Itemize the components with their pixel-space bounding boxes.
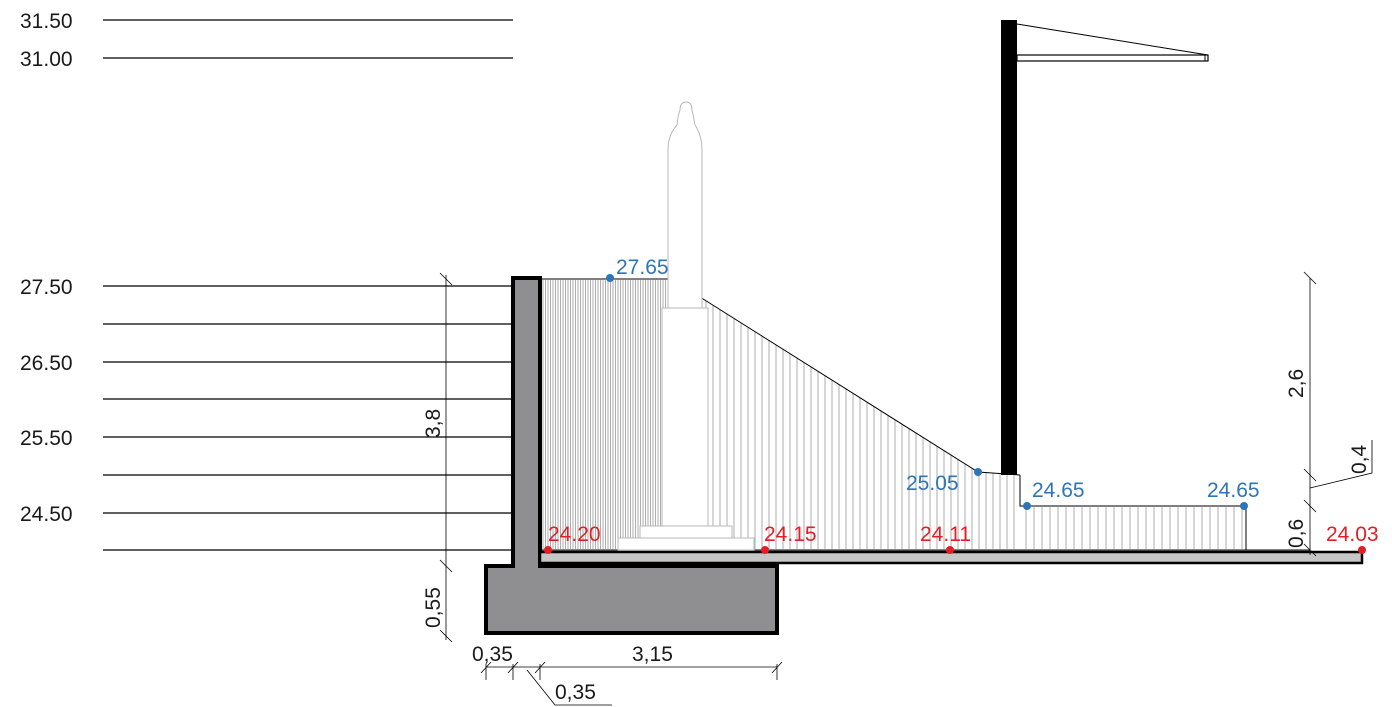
canopy — [1001, 20, 1209, 475]
statue-column — [661, 307, 709, 527]
point-marker — [761, 546, 769, 554]
elevation-label: 24.65 — [1032, 479, 1085, 502]
dimension-label: 3,15 — [632, 643, 673, 666]
level-lines — [103, 19, 513, 551]
canopy-post — [1001, 20, 1017, 475]
statue-figure — [667, 101, 703, 309]
dimension-tick — [439, 272, 453, 286]
point-marker — [946, 546, 954, 554]
dimension-label: 0,6 — [1285, 519, 1308, 548]
backfill-hatch-slope — [705, 300, 1015, 550]
elevation-label: 24.15 — [764, 523, 817, 546]
level-label: 31.00 — [20, 48, 73, 71]
canopy-brace — [1016, 23, 1209, 56]
dimension-wall-height — [439, 272, 453, 643]
dimension-tick — [1303, 271, 1317, 285]
level-label: 27.50 — [20, 276, 73, 299]
retaining-wall — [484, 276, 779, 635]
blue-labels: 27.65 25.05 24.65 24.65 — [616, 256, 1260, 502]
dimension-label: 2,6 — [1285, 369, 1308, 398]
dimension-label: 0,55 — [422, 587, 445, 628]
backfill-hatch-dense — [542, 280, 666, 550]
point-marker — [606, 274, 614, 282]
dimension-right-heights — [1303, 271, 1373, 557]
level-label: 24.50 — [20, 503, 73, 526]
level-label: 26.50 — [20, 352, 73, 375]
elevation-label: 27.65 — [616, 256, 669, 279]
dimension-leader — [1309, 440, 1373, 489]
point-marker — [1240, 502, 1248, 510]
level-labels: 31.50 31.00 27.50 26.50 25.50 24.50 — [20, 10, 73, 526]
dimension-label: 0,35 — [472, 643, 513, 666]
red-points — [544, 546, 1366, 554]
level-label: 25.50 — [20, 427, 73, 450]
point-marker — [974, 468, 982, 476]
dimension-label: 0,35 — [555, 681, 596, 704]
statue-base-upper — [639, 525, 733, 539]
point-marker — [1358, 546, 1366, 554]
dimension-tick — [1303, 499, 1317, 513]
terrain-outline — [540, 278, 1247, 550]
statue-silhouette — [617, 101, 755, 551]
dimension-tick — [1303, 468, 1317, 482]
point-marker — [544, 546, 552, 554]
step-outline — [1019, 475, 1247, 550]
elevation-label: 24.11 — [920, 523, 971, 546]
dimension-tick — [439, 559, 453, 573]
dimension-leader — [526, 669, 612, 706]
dimension-label: 3,8 — [422, 409, 445, 438]
statue-base-lower — [617, 537, 755, 551]
level-label: 31.50 — [20, 10, 73, 33]
dimension-label: 0,4 — [1348, 444, 1371, 474]
elevation-label: 25.05 — [906, 472, 959, 495]
canopy-roof — [1016, 54, 1209, 62]
dimension-footing-widths — [480, 661, 783, 706]
dimension-tick — [439, 629, 453, 643]
backfill-hatch-low — [1025, 507, 1243, 550]
blue-points — [606, 274, 1248, 510]
red-labels: 24.20 24.15 24.11 24.03 — [548, 523, 1379, 546]
point-marker — [1023, 502, 1031, 510]
dimension-tick — [1303, 543, 1317, 557]
elevation-label: 24.03 — [1326, 523, 1379, 546]
elevation-label: 24.65 — [1207, 479, 1260, 502]
elevation-label: 24.20 — [548, 523, 601, 546]
